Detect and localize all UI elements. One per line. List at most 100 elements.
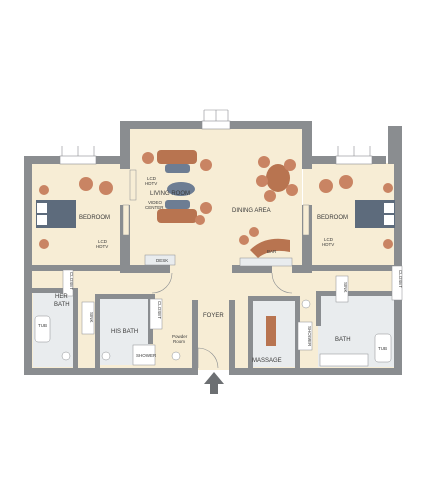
wall-her-bath-top: [24, 288, 76, 293]
room-labels: LCD HDTV LIVING ROOM VIDEO CENTER DESK D…: [38, 176, 403, 364]
wall-left-top-b: [96, 156, 130, 164]
label-tub-right: TUB: [378, 346, 387, 351]
label-shower-right: SHOWER: [307, 326, 312, 347]
living-sofa-top: [157, 150, 197, 164]
label-tub-left: TUB: [38, 323, 47, 328]
window-left-bed-frame: [61, 146, 95, 156]
wall-left-outer: [24, 156, 32, 370]
wall-right-bath-left: [316, 291, 321, 326]
tv-left-bed: [122, 204, 130, 236]
toilet-his: [101, 351, 111, 361]
label-bath: BATH: [335, 337, 351, 343]
window-right-bed-frame: [337, 146, 371, 156]
label-closet-right: CLOSET: [398, 270, 403, 288]
right-bed-chair-1: [319, 179, 333, 193]
wall-living-lower-right: [302, 205, 312, 273]
wall-left-bed-bottom: [24, 265, 120, 271]
right-pillow-1: [384, 203, 394, 213]
right-nightstand-1: [383, 183, 393, 193]
wall-living-lower-left: [120, 205, 130, 273]
entry-arrow-icon: [204, 372, 224, 394]
right-nightstand-2: [383, 239, 393, 249]
label-powder-room-1: Powder: [172, 334, 188, 339]
toilet-powder: [171, 351, 181, 361]
living-chair-2: [200, 159, 212, 171]
wall-massage-right: [295, 296, 300, 370]
wall-massage-left: [248, 296, 253, 370]
wall-living-right: [302, 121, 312, 169]
label-closet-mid: CLOSET: [157, 301, 162, 319]
wall-living-bottom-left: [120, 265, 170, 273]
label-lcd-hdtv-living-2: HDTV: [145, 181, 157, 186]
closet-mid-box: [149, 298, 163, 330]
wall-right-bath-top: [316, 291, 402, 296]
wall-left-top-a: [24, 156, 60, 164]
tv-right-bed: [302, 204, 310, 236]
label-lcd-hdtv-living-1: LCD: [147, 176, 157, 181]
label-living-room: LIVING ROOM: [150, 191, 190, 197]
dining-chair-5: [286, 184, 298, 196]
wall-foyer-left: [192, 300, 198, 375]
right-bed-chair-2: [339, 175, 353, 189]
wall-right-bed-bottom: [312, 265, 402, 271]
wall-his-bath-top: [95, 294, 155, 299]
bar-counter: [250, 238, 290, 258]
label-her-bath-1: HER: [55, 294, 68, 300]
bar-stool-2: [249, 227, 259, 237]
windows: [59, 109, 373, 369]
wall-right-balcony: [388, 126, 402, 164]
dining-chair-4: [284, 159, 296, 171]
label-lcd-hdtv-right-1: LCD: [324, 237, 334, 242]
dining-table: [266, 164, 290, 192]
wall-massage-top: [248, 296, 300, 301]
shower-right-box: [297, 321, 313, 351]
label-bedroom-left: BEDROOM: [79, 215, 110, 221]
door-living-right: [271, 272, 293, 294]
label-closet-left: CLOSET: [69, 272, 74, 290]
left-bed-chair-2: [99, 181, 113, 195]
right-pillow-2: [384, 215, 394, 225]
wall-right-top-b: [372, 156, 386, 164]
dining-chair-2: [256, 175, 268, 187]
label-sink-left: SINK: [89, 312, 94, 323]
label-her-bath-2: BATH: [54, 302, 70, 308]
tub-left-box: [34, 315, 51, 343]
furniture: [34, 150, 403, 367]
living-table-bottom: [165, 200, 190, 209]
shower-mid-box: [132, 344, 156, 366]
dining-chair-3: [264, 190, 276, 202]
toilet-right: [301, 299, 311, 309]
window-living-top: [201, 120, 231, 130]
wall-her-bath-right: [73, 288, 78, 370]
label-powder-room-2: Room: [173, 339, 185, 344]
door-foyer: [197, 347, 219, 369]
living-chair-3: [200, 202, 212, 214]
living-chair-1: [142, 152, 154, 164]
tub-right-box: [374, 333, 392, 363]
living-table-top: [165, 164, 190, 173]
label-lcd-hdtv-left-2: HDTV: [96, 244, 108, 249]
massage-table: [266, 316, 276, 346]
vanity-right: [319, 353, 369, 367]
label-lcd-hdtv-left-1: LCD: [98, 239, 108, 244]
left-pillow-1: [37, 203, 47, 213]
label-his-bath: HIS BATH: [111, 329, 138, 335]
label-bar: BAR: [267, 249, 277, 254]
label-video-center-1: VIDEO: [148, 200, 163, 205]
left-pillow-2: [37, 215, 47, 225]
label-video-center-2: CENTER: [145, 205, 164, 210]
wall-living-bottom-mid: [232, 265, 272, 273]
wall-bottom-right: [234, 368, 402, 375]
left-nightstand-1: [39, 185, 49, 195]
wall-living-left: [120, 121, 130, 169]
label-foyer: FOYER: [203, 313, 224, 319]
window-left-bed-top: [59, 155, 97, 165]
living-sofa-bottom: [157, 209, 197, 223]
bar-stool-1: [239, 235, 249, 245]
left-bed-chair-1: [79, 177, 93, 191]
toilet-left: [61, 351, 71, 361]
sink-left-box: [81, 301, 95, 335]
label-bedroom-right: BEDROOM: [317, 215, 348, 221]
living-chair-4: [195, 215, 205, 225]
